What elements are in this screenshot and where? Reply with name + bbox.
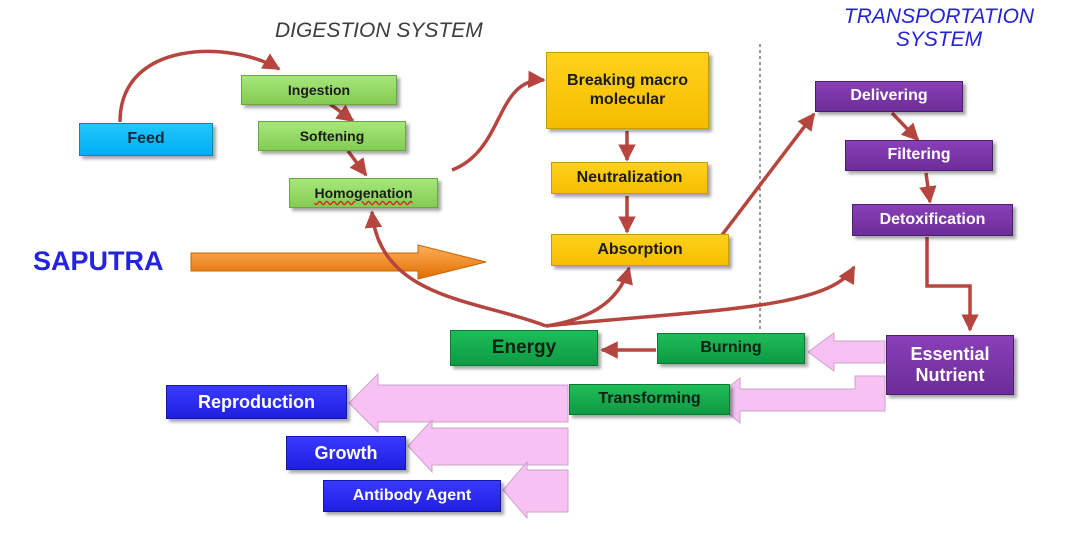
arrow-absorption-delivering — [720, 112, 816, 237]
arrow-delivering-filtering — [890, 111, 920, 142]
growth-box: Growth — [286, 436, 406, 470]
reproduction-box: Reproduction — [166, 385, 347, 419]
arrow-ingestion-softening — [328, 102, 355, 123]
essential-nutrient-box: Essential Nutrient — [886, 335, 1014, 395]
detoxification-box: Detoxification — [852, 204, 1013, 236]
saputra-label: SAPUTRA — [33, 246, 164, 276]
pink-arrow-burning — [807, 332, 886, 372]
arrow-energy-homogenation — [364, 210, 547, 328]
arrow-softening-homogenation — [346, 149, 368, 177]
feed-box: Feed — [79, 123, 213, 156]
homogenation-label: Homogenation — [314, 184, 413, 201]
homogenation-box: Homogenation — [289, 178, 438, 208]
digestion-system-title: DIGESTION SYSTEM — [275, 19, 483, 42]
delivering-box: Delivering — [815, 81, 963, 112]
saputra-arrow — [190, 244, 487, 280]
pink-arrow-antibody — [502, 460, 569, 520]
transportation-system-title: TRANSPORTATION SYSTEM — [826, 5, 1052, 51]
arrow-detoxification-essential — [925, 237, 979, 332]
ingestion-box: Ingestion — [241, 75, 397, 105]
arrow-homogenation-breaking — [451, 70, 546, 172]
burning-box: Burning — [657, 333, 805, 364]
transportation-title-line1: TRANSPORTATION — [843, 5, 1035, 28]
antibody-agent-box: Antibody Agent — [323, 480, 501, 512]
energy-box: Energy — [450, 330, 598, 366]
pink-arrow-growth — [407, 418, 569, 474]
filtering-box: Filtering — [845, 140, 993, 171]
neutralization-box: Neutralization — [551, 162, 708, 194]
absorption-box: Absorption — [551, 234, 729, 266]
pink-arrow-reproduction — [348, 372, 569, 434]
arrow-feed-ingestion — [118, 49, 281, 123]
arrow-energy-transport — [545, 265, 856, 328]
transforming-box: Transforming — [569, 384, 730, 415]
breaking-macro-molecular-box: Breaking macro molecular — [546, 52, 709, 129]
transportation-title-line2: SYSTEM — [895, 28, 983, 52]
arrow-energy-absorption — [545, 266, 633, 328]
softening-box: Softening — [258, 121, 406, 151]
arrow-filtering-detoxification — [919, 172, 937, 204]
